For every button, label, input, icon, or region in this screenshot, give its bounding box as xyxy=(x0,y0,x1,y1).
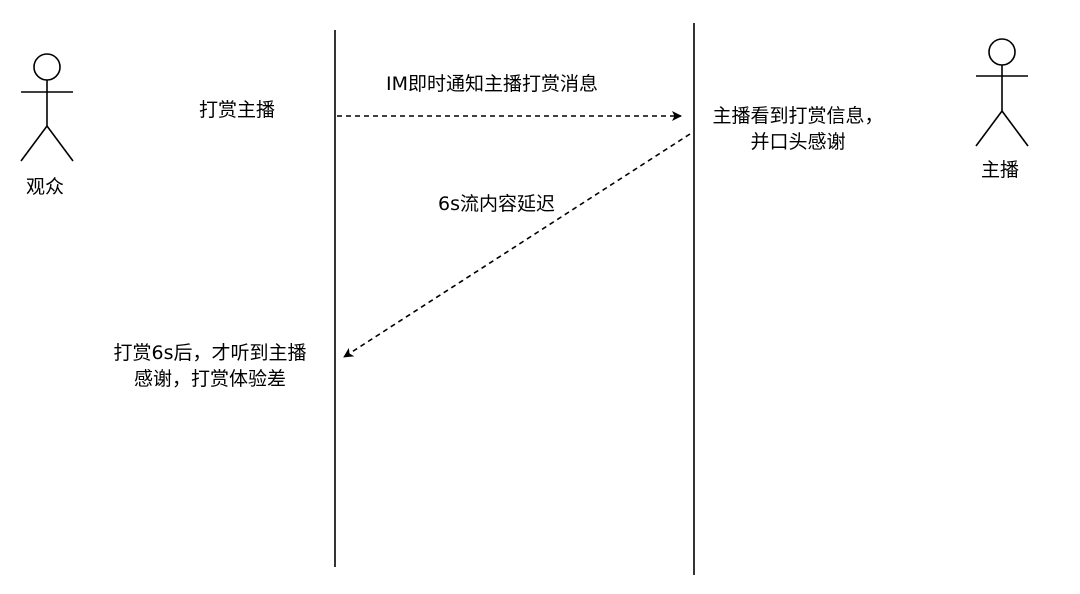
streamer-label: 主播 xyxy=(981,159,1020,181)
streamer-sees-note-line2: 并口头感谢 xyxy=(750,131,846,153)
im-notify-message: IM即时通知主播打赏消息 xyxy=(386,73,598,95)
audience-label: 观众 xyxy=(26,176,65,198)
streamer-sees-note-line1: 主播看到打赏信息， xyxy=(712,105,884,127)
audience-hears-note-line2: 感谢，打赏体验差 xyxy=(133,368,287,390)
stream-delay-message: 6s流内容延迟 xyxy=(438,193,555,215)
audience-hears-note-line1: 打赏6s后，才听到主播 xyxy=(113,342,307,364)
streamer-stick-figure-icon xyxy=(975,38,1029,147)
stream-delay-arrow xyxy=(343,133,691,358)
tip-streamer-note: 打赏主播 xyxy=(199,99,276,121)
audience-stick-figure-icon xyxy=(20,53,74,162)
